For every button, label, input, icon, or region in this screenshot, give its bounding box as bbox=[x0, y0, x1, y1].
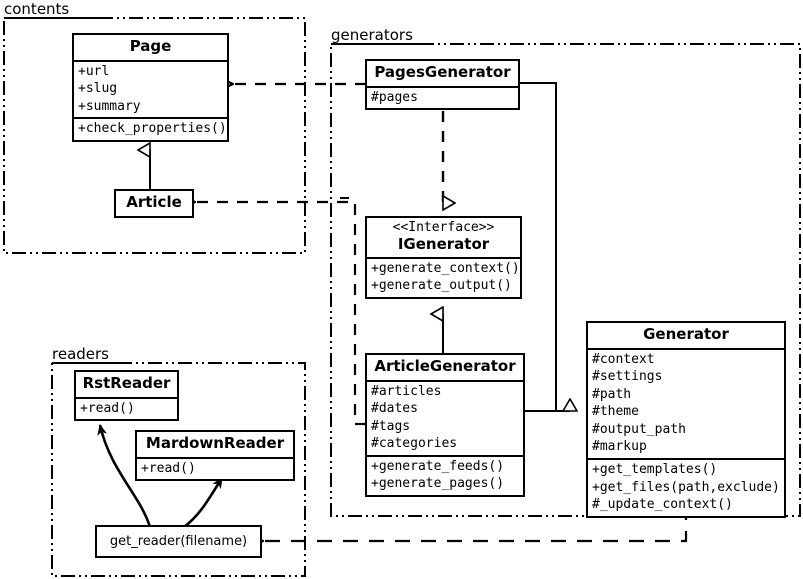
package-label-generators: generators bbox=[331, 26, 413, 44]
method: +get_templates() bbox=[592, 462, 718, 478]
class-header-igenerator: <<Interface>> IGenerator bbox=[367, 218, 520, 257]
method: +generate_context() bbox=[371, 260, 520, 276]
class-box-articlegenerator[interactable]: ArticleGenerator #articles #dates #tags … bbox=[365, 353, 525, 498]
class-stereotype-igenerator: <<Interface>> bbox=[392, 220, 495, 235]
function-name-get-reader: get_reader(filename) bbox=[109, 534, 248, 549]
class-methods-articlegenerator: +generate_feeds() +generate_pages() bbox=[367, 454, 523, 495]
method: +generate_feeds() bbox=[371, 458, 505, 474]
class-methods-mardownreader: +read() bbox=[137, 456, 293, 480]
method: +check_properties() bbox=[78, 121, 227, 137]
relationship-get-reader-creates-mardownreader bbox=[183, 477, 224, 529]
class-attributes-pagesgenerator: #pages bbox=[367, 85, 518, 109]
class-name-article: Article bbox=[126, 193, 182, 211]
attribute: #pages bbox=[371, 89, 418, 105]
attribute: #tags bbox=[371, 418, 411, 434]
class-box-igenerator[interactable]: <<Interface>> IGenerator +generate_conte… bbox=[365, 216, 522, 299]
class-box-pagesgenerator[interactable]: PagesGenerator #pages bbox=[365, 59, 520, 111]
attribute: #context bbox=[592, 351, 655, 367]
method: +read() bbox=[141, 460, 196, 476]
attribute: +url bbox=[78, 63, 110, 79]
attribute: #dates bbox=[371, 401, 418, 417]
method: +generate_pages() bbox=[371, 476, 505, 492]
class-attributes-generator: #context #settings #path #theme #output_… bbox=[588, 347, 784, 458]
attribute: #theme bbox=[592, 404, 639, 420]
class-box-generator[interactable]: Generator #context #settings #path #them… bbox=[586, 321, 786, 518]
class-attributes-page: +url +slug +summary bbox=[74, 59, 227, 118]
class-box-article[interactable]: Article bbox=[114, 189, 194, 218]
method: +read() bbox=[80, 400, 135, 416]
class-methods-page: +check_properties() bbox=[74, 117, 227, 140]
attribute: +summary bbox=[78, 98, 141, 114]
method: +get_files(path,exclude) bbox=[592, 479, 780, 495]
class-methods-rstreader: +read() bbox=[76, 396, 177, 420]
attribute: #categories bbox=[371, 436, 458, 452]
package-frame-readers bbox=[51, 362, 306, 577]
class-box-mardownreader[interactable]: MardownReader +read() bbox=[135, 430, 295, 482]
class-name-mardownreader: MardownReader bbox=[145, 434, 285, 452]
package-label-contents: contents bbox=[4, 0, 70, 18]
package-label-readers: readers bbox=[52, 345, 109, 363]
class-name-articlegenerator: ArticleGenerator bbox=[374, 357, 516, 375]
attribute: #settings bbox=[592, 369, 663, 385]
function-box-get-reader[interactable]: get_reader(filename) bbox=[95, 525, 262, 558]
class-name-page: Page bbox=[129, 37, 172, 55]
relationship-pagesgenerator-to-generator bbox=[519, 82, 557, 411]
class-methods-igenerator: +generate_context() +generate_output() bbox=[367, 256, 520, 297]
class-methods-generator: +get_templates() +get_files(path,exclude… bbox=[588, 458, 784, 516]
relationship-articlegenerator-uses-article bbox=[194, 202, 366, 426]
class-name-generator: Generator bbox=[643, 325, 729, 343]
package-frame-contents bbox=[3, 17, 306, 254]
attribute: #articles bbox=[371, 383, 442, 399]
attribute: +slug bbox=[78, 81, 118, 97]
relationship-get-reader-creates-rstreader bbox=[97, 424, 152, 528]
class-name-igenerator: IGenerator bbox=[397, 234, 490, 253]
method: +generate_output() bbox=[371, 278, 512, 294]
attribute: #markup bbox=[592, 439, 647, 455]
class-attributes-articlegenerator: #articles #dates #tags #categories bbox=[367, 379, 523, 455]
class-name-pagesgenerator: PagesGenerator bbox=[374, 63, 511, 81]
attribute: #output_path bbox=[592, 421, 686, 437]
method: #_update_context() bbox=[592, 497, 733, 513]
class-box-rstreader[interactable]: RstReader +read() bbox=[74, 370, 179, 422]
class-box-page[interactable]: Page +url +slug +summary +check_properti… bbox=[72, 33, 229, 142]
package-frame-generators bbox=[330, 43, 801, 517]
class-name-rstreader: RstReader bbox=[82, 374, 171, 392]
attribute: #path bbox=[592, 386, 632, 402]
